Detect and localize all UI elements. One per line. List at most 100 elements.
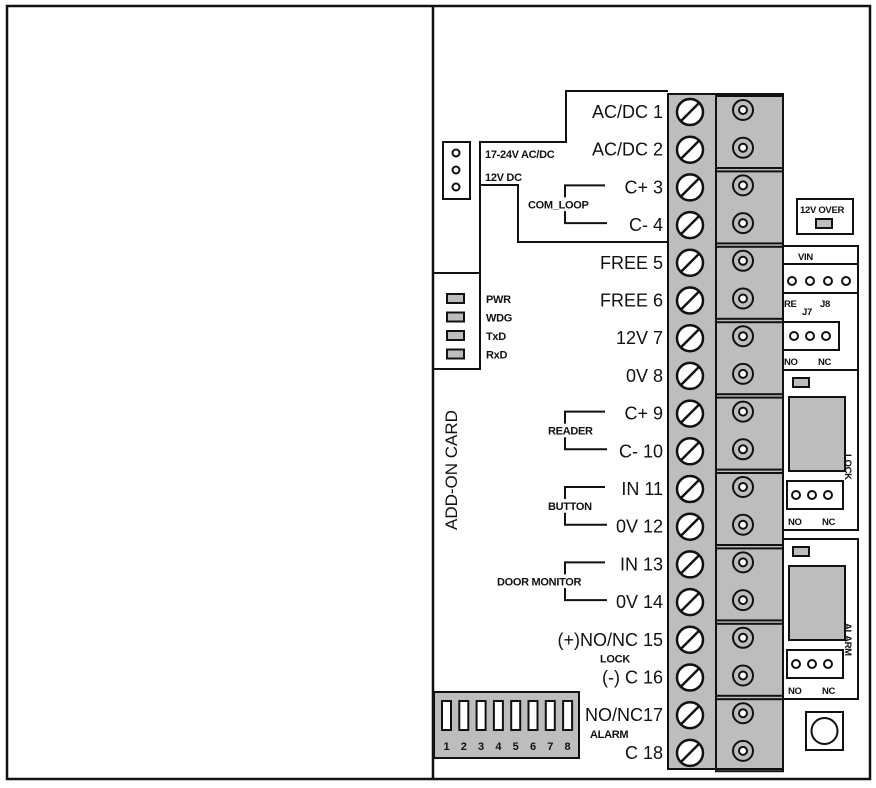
screw-slot [680,554,700,575]
socket-ring-icon [732,249,754,272]
group-bracket [564,211,607,225]
socket-ring-icon [732,174,754,197]
j-nc-label: NC [818,357,832,368]
screw-slot [680,705,700,726]
socket-ring-icon [732,664,754,687]
header-pin [451,148,461,158]
led-label: PWR [486,294,511,306]
screw-slot [680,592,700,612]
group-bracket [564,512,607,526]
terminal-label: IN 13 [620,554,663,574]
screw-slot [680,139,700,160]
dip-switch-toggle[interactable] [458,700,470,731]
lock-header-pin [807,490,817,500]
socket-ring-icon [732,438,754,461]
j7-pin [821,331,831,341]
alarm-relay-label: ALARM [842,623,853,656]
socket-ring-icon [732,136,754,159]
alarm-group-label: ALARM [590,729,628,741]
alarm-header-pin [791,659,801,669]
led-label: WDG [486,313,512,325]
dip-switch-number: 3 [478,741,484,753]
socket-hole-icon [738,105,748,115]
group-bracket [564,588,607,602]
alarm-relay-led [792,546,810,557]
socket-hole-icon [738,142,748,153]
alarm-nc-label: NC [822,686,836,697]
terminal-label: C+ 9 [624,404,663,424]
socket-ring-icon [732,739,754,762]
socket-ring-icon [732,513,754,536]
dip-switch-number: 1 [443,741,449,753]
socket-hole-icon [738,519,748,530]
terminal-label: 0V 12 [616,517,663,537]
terminal-label: IN 11 [621,479,663,499]
group-bracket [564,184,605,198]
status-led-txd [446,330,465,341]
socket-hole-icon [738,557,748,568]
group-bracket [564,410,605,424]
plug-housing [715,95,784,169]
lock-no-label: NO [788,517,802,528]
alarm-header-pin [823,659,833,669]
terminal-label: C 18 [625,743,663,763]
tamper-switch[interactable] [810,717,839,745]
screw-slot [680,252,700,273]
dip-switch-toggle[interactable] [492,700,504,731]
screw-slot [680,479,700,499]
lock-group-label: LOCK [600,654,630,666]
j7-pin [789,331,799,341]
socket-hole-icon [738,632,748,643]
terminal-label: 0V 8 [626,366,663,386]
dip-switch-number: 2 [461,741,467,753]
over-12v-led [815,218,833,229]
dip-switch-toggle[interactable] [441,700,452,731]
j8-label: J8 [820,299,830,310]
vin-pin [805,276,815,286]
screw-slot [680,102,700,122]
j7-label: J7 [802,307,812,318]
alarm-relay [788,565,846,641]
terminal-label: C- 4 [629,215,663,235]
socket-ring-icon [732,702,754,725]
vin-label: VIN [798,252,813,263]
dip-switch-toggle[interactable] [527,700,539,731]
dip-switch-toggle[interactable] [475,700,487,731]
terminal-label: 0V 14 [616,592,663,612]
socket-ring-icon [732,476,754,498]
group-bracket [564,561,605,575]
dip-switch-number: 6 [530,741,536,753]
dip-switch-toggle[interactable] [562,700,574,731]
screw-slot [680,629,700,650]
led-label: TxD [486,331,506,343]
terminal-label: AC/DC 2 [592,140,663,160]
screw-slot [680,366,700,386]
status-led-pwr [446,293,465,304]
j7-pin [805,331,815,341]
screw-slot [680,516,700,537]
dip-switch-toggle[interactable] [544,700,556,731]
lock-header-pin [791,490,801,500]
plug-housing [715,170,784,245]
socket-hole-icon [738,180,748,191]
header-pin [451,165,461,175]
dip-switch-number: 5 [513,741,519,753]
lock-nc-label: NC [822,517,836,528]
group-bracket [564,437,607,451]
dip-switch-toggle[interactable] [510,700,522,731]
socket-hole-icon [738,670,748,681]
screw-slot [680,743,700,763]
led-panel-border [433,272,481,370]
socket-hole-icon [738,595,748,606]
terminal-label: C- 10 [619,441,663,461]
socket-hole-icon [738,331,748,342]
socket-hole-icon [738,444,748,455]
screw-slot [680,215,700,235]
terminal-label: AC/DC 1 [592,102,663,122]
socket-hole-icon [738,255,748,266]
socket-ring-icon [732,589,754,612]
lock-relay-led [792,377,810,388]
vin-box [782,245,859,294]
screw-slot [680,667,700,688]
